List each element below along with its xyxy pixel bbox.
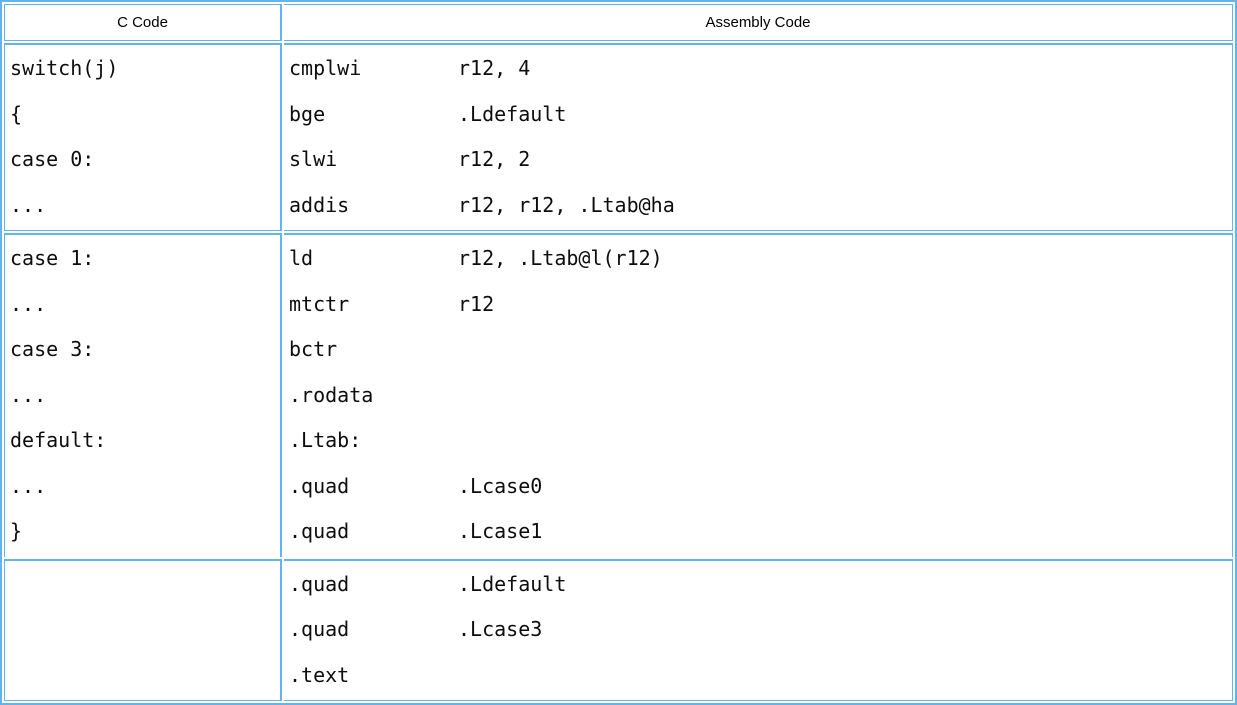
table-row-group-3: .quad .Ldefault .quad .Lcase3 .text <box>4 558 1233 701</box>
column-header-assembly-code: Assembly Code <box>284 4 1233 41</box>
assembly-line: bge .Ldefault <box>284 92 1232 138</box>
assembly-mnemonic: .text <box>289 662 350 687</box>
assembly-mnemonic: ld <box>289 246 314 270</box>
table-row-group-1: switch(j) { case 0: ... cmplwi r12, 4 bge… <box>4 43 1233 231</box>
assembly-code-cell-1: cmplwi r12, 4 bge .Ldefault slwi r12, 2 add… <box>284 43 1233 231</box>
assembly-code-cell-3: .quad .Ldefault .quad .Lcase3 .text <box>284 558 1233 701</box>
assembly-mnemonic: .quad <box>289 617 350 641</box>
assembly-line: addis r12, r12, .Ltab@ha <box>284 183 1232 229</box>
assembly-operands: .Lcase3 <box>458 617 543 641</box>
assembly-mnemonic: .rodata <box>289 382 374 407</box>
c-code-line: case 3: <box>10 337 95 361</box>
assembly-operands: .Ldefault <box>458 571 567 596</box>
c-code-line: ... <box>10 192 47 217</box>
assembly-mnemonic: bctr <box>289 337 338 361</box>
assembly-operands: .Lcase1 <box>458 519 543 543</box>
c-code-cell-2: case 1: ... case 3: ... default: ... } <box>4 233 282 557</box>
assembly-line: .rodata <box>284 373 1232 419</box>
c-code-line: { <box>10 101 23 126</box>
assembly-code-cell-2: ld r12, .Ltab@l(r12) mtctr r12 bctr .rodat… <box>284 233 1233 557</box>
assembly-operands: r12 <box>458 291 495 316</box>
assembly-operands: r12, 4 <box>458 56 531 80</box>
assembly-operands: r12, .Ltab@l(r12) <box>458 246 663 270</box>
c-code-line: } <box>10 519 23 543</box>
c-code-line: ... <box>10 473 47 498</box>
assembly-mnemonic: addis <box>289 192 350 217</box>
assembly-line: .quad .Lcase3 <box>284 607 1232 653</box>
assembly-line: .quad .Lcase0 <box>284 464 1232 510</box>
assembly-line: slwi r12, 2 <box>284 137 1232 183</box>
assembly-mnemonic: .Ltab: <box>289 428 362 452</box>
assembly-line: cmplwi r12, 4 <box>284 46 1232 92</box>
c-code-cell-3-empty <box>4 558 282 701</box>
assembly-mnemonic: mtctr <box>289 291 350 316</box>
assembly-line: .text <box>284 653 1232 699</box>
assembly-line: .quad .Ldefault <box>284 562 1232 608</box>
assembly-line: ld r12, .Ltab@l(r12) <box>284 236 1232 282</box>
assembly-mnemonic: slwi <box>289 147 338 171</box>
column-header-c-code: C Code <box>4 4 282 41</box>
table-row-group-2: case 1: ... case 3: ... default: ... } l… <box>4 233 1233 557</box>
c-code-cell-1: switch(j) { case 0: ... <box>4 43 282 231</box>
assembly-mnemonic: .quad <box>289 571 350 596</box>
assembly-operands: r12, 2 <box>458 147 531 171</box>
assembly-line: .quad .Lcase1 <box>284 509 1232 555</box>
c-code-line: default: <box>10 428 107 452</box>
assembly-operands: r12, r12, .Ltab@ha <box>458 192 675 217</box>
assembly-line: bctr <box>284 327 1232 373</box>
c-code-line: ... <box>10 382 47 407</box>
assembly-mnemonic: cmplwi <box>289 56 362 80</box>
assembly-mnemonic: bge <box>289 101 326 126</box>
c-code-line: switch(j) <box>10 56 119 80</box>
assembly-operands: .Ldefault <box>458 101 567 126</box>
assembly-line: mtctr r12 <box>284 282 1232 328</box>
c-code-line: case 1: <box>10 246 95 270</box>
header-row: C Code Assembly Code <box>4 4 1233 41</box>
assembly-line: .Ltab: <box>284 418 1232 464</box>
assembly-mnemonic: .quad <box>289 473 350 498</box>
assembly-mnemonic: .quad <box>289 519 350 543</box>
c-code-line: ... <box>10 291 47 316</box>
assembly-operands: .Lcase0 <box>458 473 543 498</box>
c-code-line: case 0: <box>10 147 95 171</box>
